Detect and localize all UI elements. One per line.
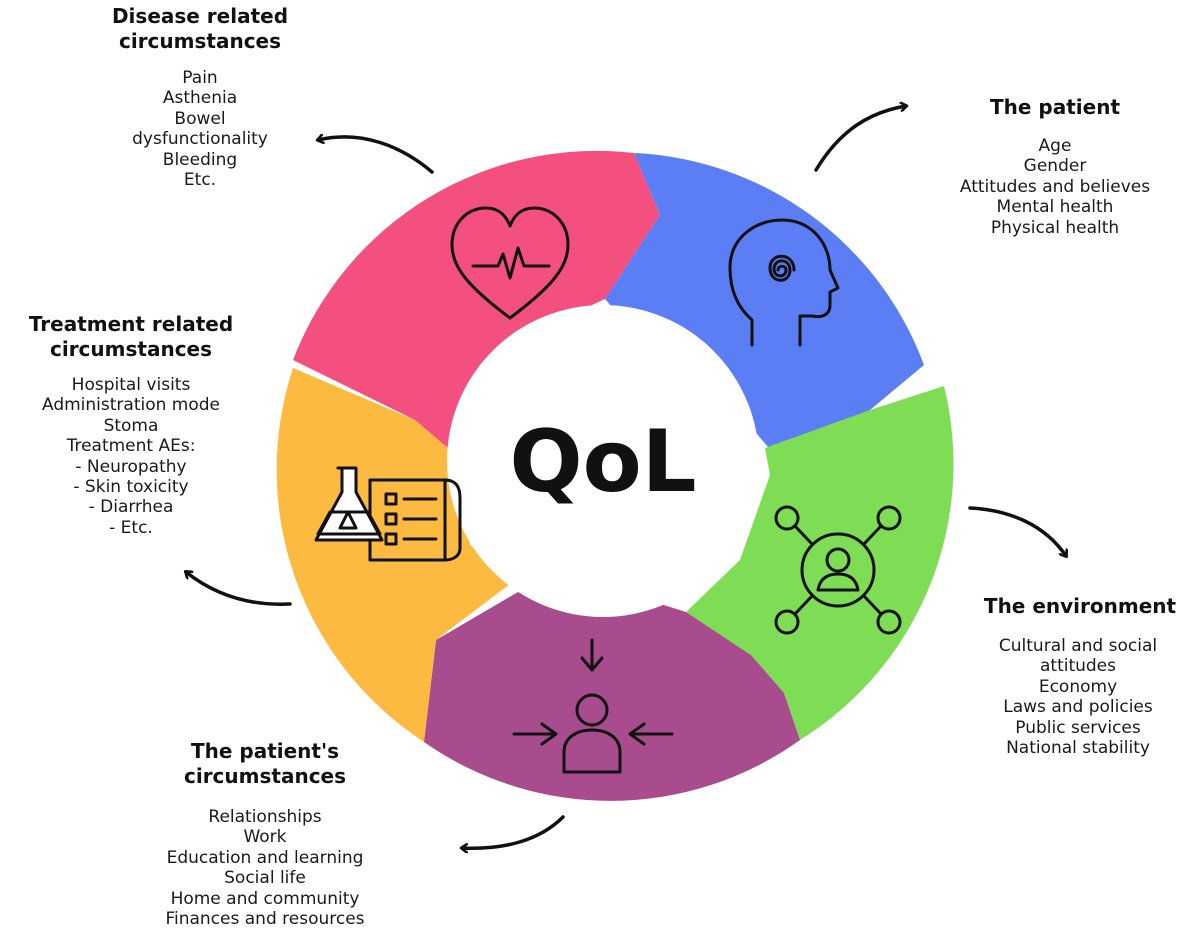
disease-title-line: circumstances: [118, 29, 282, 53]
list-item: Hospital visits: [71, 375, 191, 395]
environment-title: The environment: [960, 594, 1200, 619]
list-item: attitudes: [1039, 656, 1117, 677]
circumstances-items: Relationships Work Education and learnin…: [115, 807, 415, 929]
arrow-circumstances: [462, 815, 565, 848]
segment-circumstances: [424, 585, 800, 801]
list-item: Home and community: [170, 888, 360, 909]
patient-title: The patient: [930, 95, 1180, 120]
arrow-environment: [968, 506, 1066, 556]
list-item: Attitudes and believes: [959, 176, 1151, 197]
list-item: Work: [243, 827, 287, 848]
disease-items: Pain Asthenia Bowel dysfunctionality Ble…: [70, 68, 330, 190]
list-item: Asthenia: [162, 88, 238, 109]
head-spiral-icon: [728, 218, 840, 347]
treatment-title-line: circumstances: [49, 337, 213, 361]
list-item: Etc.: [183, 170, 217, 191]
list-item: National stability: [1006, 738, 1150, 759]
arrow-treatment: [186, 572, 292, 606]
disease-title: Disease related circumstances: [55, 4, 345, 54]
list-item: Treatment AEs:: [66, 436, 196, 457]
arrow-disease: [318, 137, 434, 174]
disease-title-line: Disease related: [111, 4, 289, 28]
list-item: dysfunctionality: [132, 129, 268, 150]
person-arrows-icon: [512, 638, 674, 774]
list-item: Social life: [224, 868, 306, 889]
list-item: Education and learning: [166, 847, 364, 868]
flask-checklist-icon: [314, 466, 462, 562]
treatment-items: Hospital visits Administration mode Stom…: [0, 375, 262, 538]
center-label: QoL: [510, 412, 697, 512]
circumstances-title-line: The patient's: [190, 739, 340, 763]
list-item: Gender: [1023, 156, 1087, 177]
environment-items: Cultural and social attitudes Economy La…: [962, 636, 1194, 758]
list-item: Economy: [1038, 676, 1118, 697]
segment-environment: [686, 386, 954, 740]
treatment-title: Treatment related circumstances: [0, 312, 262, 362]
list-item: - Skin toxicity: [73, 477, 189, 498]
list-item: Pain: [182, 68, 218, 88]
list-item: Finances and resources: [165, 909, 365, 930]
list-item: Administration mode: [41, 395, 220, 416]
list-item: Laws and policies: [1003, 697, 1153, 718]
center-circle: [447, 305, 759, 617]
heart-pulse-icon: [450, 206, 570, 320]
list-item: Stoma: [103, 415, 159, 436]
segment-treatment: [276, 368, 518, 742]
arrow-patient: [814, 106, 906, 172]
list-item: Public services: [1015, 717, 1141, 738]
circumstances-title-line: circumstances: [183, 764, 347, 788]
list-item: - Etc.: [109, 517, 153, 538]
list-item: Cultural and social: [998, 636, 1158, 656]
list-item: Physical health: [990, 217, 1120, 238]
list-item: Bowel: [174, 108, 226, 129]
list-item: - Neuropathy: [75, 456, 187, 477]
network-person-icon: [774, 505, 902, 635]
environment-title-line: The environment: [983, 594, 1177, 618]
list-item: Relationships: [208, 807, 322, 827]
list-item: Bleeding: [162, 149, 238, 170]
segment-disease: [293, 150, 660, 450]
patient-items: Age Gender Attitudes and believes Mental…: [920, 136, 1190, 238]
list-item: Age: [1038, 136, 1072, 156]
circumstances-title: The patient's circumstances: [130, 739, 400, 789]
patient-title-line: The patient: [990, 95, 1120, 119]
treatment-title-line: Treatment related: [28, 312, 234, 336]
list-item: Mental health: [996, 197, 1114, 218]
list-item: - Diarrhea: [88, 497, 174, 518]
